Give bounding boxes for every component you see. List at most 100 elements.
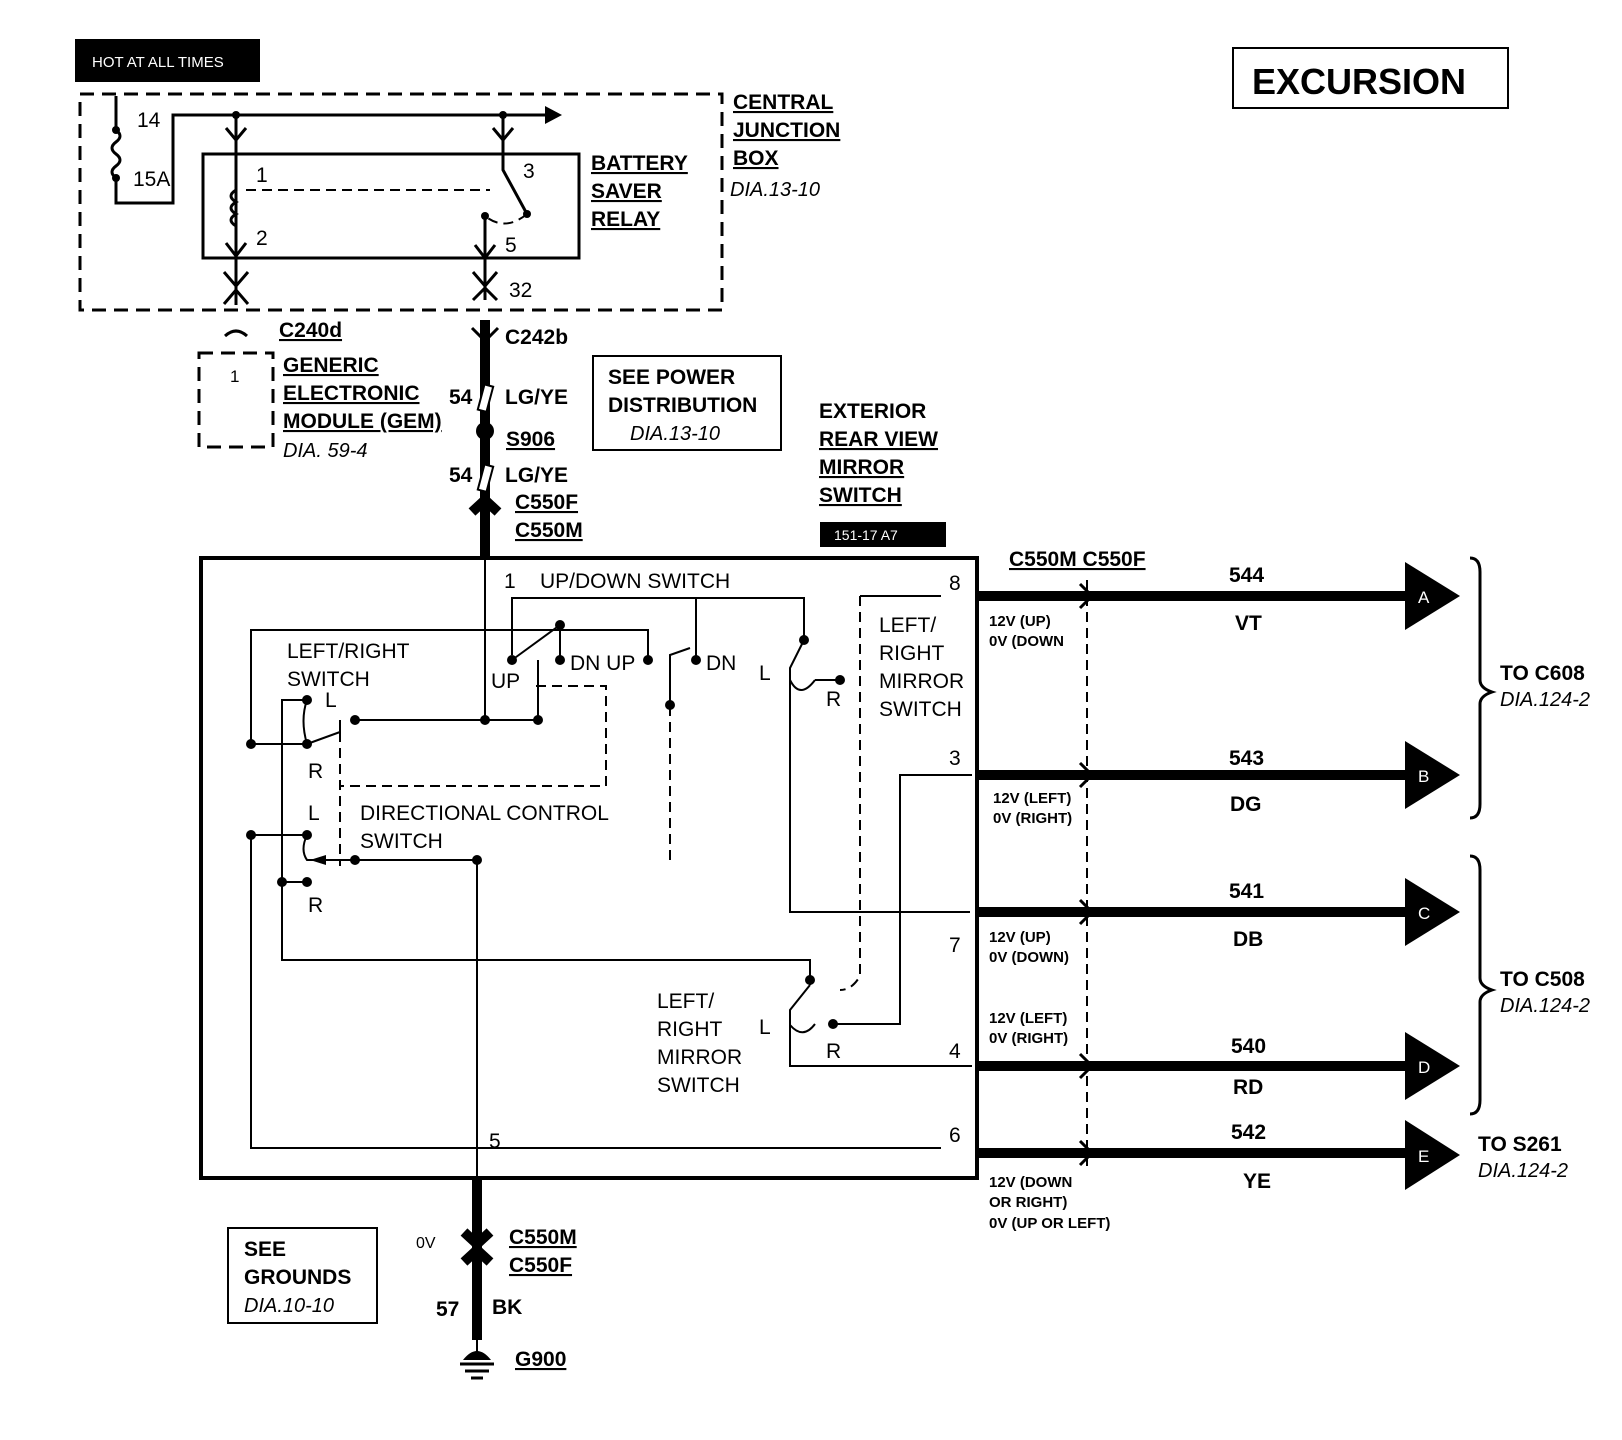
leftright-switch-line-1: LEFT/RIGHT [287, 640, 410, 663]
dest-s261-to: TO S261 [1478, 1133, 1562, 1156]
ground-circuit: 0V C550M C550F 57 BK G900 [416, 1178, 577, 1380]
gem-line-1: GENERIC [283, 354, 379, 377]
pin-7-label: 7 [949, 934, 961, 957]
wire-542-letter: E [1418, 1147, 1429, 1166]
gem-line-2: ELECTRONIC [283, 382, 420, 405]
switch-internal-wiring [246, 558, 972, 1178]
bottom-mirror-switch-r: R [826, 1040, 841, 1063]
bottom-mirror-line-1: LEFT/ [657, 990, 714, 1013]
destination-s261: TO S261 DIA.124-2 [1478, 1133, 1568, 1182]
dest-c608-ref: DIA.124-2 [1500, 689, 1590, 711]
relay-line-2: SAVER [591, 180, 662, 203]
wire-543-state-2: 0V (RIGHT) [993, 810, 1072, 827]
top-mirror-line-3: MIRROR [879, 670, 964, 693]
wire-544-state-1: 12V (UP) [989, 613, 1051, 630]
mirror-switch-line-1: EXTERIOR [819, 400, 926, 423]
cjb-line-2: JUNCTION [733, 119, 840, 142]
feed-circuit-b: 54 [449, 464, 473, 487]
relay-pin-3: 3 [523, 160, 535, 183]
cjb-line-3: BOX [733, 147, 779, 170]
see-power-line-1: SEE POWER [608, 366, 735, 389]
see-grounds-ref: DIA.10-10 [244, 1295, 334, 1317]
wire-543-letter: B [1418, 767, 1429, 786]
directional-control-line-2: SWITCH [360, 830, 443, 853]
feed-color-a: LG/YE [505, 386, 568, 409]
wire-543-color: DG [1230, 793, 1262, 816]
wire-541-state-1: 12V (UP) [989, 929, 1051, 946]
see-grounds-line-1: SEE [244, 1238, 286, 1261]
wire-540-state-2: 0V (RIGHT) [989, 1030, 1068, 1047]
top-mirror-switch-l: L [759, 662, 771, 685]
dn-up-label: DN UP [570, 652, 635, 675]
dn-label: DN [706, 652, 736, 675]
connector-c242b: C242b [505, 326, 568, 349]
title-box: EXCURSION [1232, 47, 1509, 109]
cjb-ref: DIA.13-10 [730, 179, 820, 201]
wire-542-state-1: 12V (DOWN [989, 1174, 1072, 1191]
output-wire-542: E 542 YE 12V (DOWN OR RIGHT) 0V (UP OR L… [977, 1120, 1460, 1232]
pin-8-label: 8 [949, 572, 961, 595]
output-wire-543: B 543 DG 12V (LEFT) 0V (RIGHT) [977, 741, 1460, 827]
fuse-15a: 14 15A [110, 96, 562, 205]
wire-543-circuit: 543 [1229, 747, 1264, 770]
wire-540-color: RD [1233, 1076, 1263, 1099]
see-grounds-box: SEE GROUNDS DIA.10-10 [227, 1227, 378, 1324]
fuse-rating: 15A [133, 168, 170, 191]
bottom-mirror-line-4: SWITCH [657, 1074, 740, 1097]
cjb-pin-32: 32 [509, 279, 532, 302]
mirror-switch-line-2: REAR VIEW [819, 428, 938, 451]
bottom-mirror-line-3: MIRROR [657, 1046, 742, 1069]
destination-c508: TO C508 DIA.124-2 [1469, 854, 1590, 1116]
ground-voltage: 0V [416, 1235, 436, 1252]
wire-541-state-2: 0V (DOWN) [989, 949, 1069, 966]
pin-6-label: 6 [949, 1124, 961, 1147]
wire-542-color: YE [1243, 1170, 1271, 1193]
feed-color-b: LG/YE [505, 464, 568, 487]
connector-right-header: C550M C550F [1009, 548, 1146, 571]
splice-s906: S906 [506, 428, 555, 451]
connector-c550f-bottom: C550F [509, 1254, 572, 1277]
mirror-switch-line-4: SWITCH [819, 484, 902, 507]
connector-c550m-bottom: C550M [509, 1226, 577, 1249]
output-wire-540: D 540 RD 12V (LEFT) 0V (RIGHT) [977, 1010, 1460, 1100]
feed-circuit-a: 54 [449, 386, 473, 409]
output-wire-544: A 544 VT 12V (UP) 0V (DOWN [977, 562, 1460, 650]
destination-c608: TO C608 DIA.124-2 [1469, 556, 1590, 820]
battery-saver-relay: 1 2 3 5 32 BATTERY SAVER RELAY [201, 111, 688, 305]
wire-542-circuit: 542 [1231, 1121, 1266, 1144]
wire-541-letter: C [1418, 904, 1430, 923]
wire-543-state-1: 12V (LEFT) [993, 790, 1071, 807]
wire-540-circuit: 540 [1231, 1035, 1266, 1058]
top-mirror-line-4: SWITCH [879, 698, 962, 721]
wire-544-letter: A [1418, 588, 1430, 607]
dest-c508-to: TO C508 [1500, 968, 1585, 991]
gem-ref: DIA. 59-4 [283, 440, 367, 462]
cjb-line-1: CENTRAL [733, 91, 833, 114]
top-mirror-line-2: RIGHT [879, 642, 945, 665]
ground-circuit-number: 57 [436, 1298, 459, 1321]
up-label: UP [491, 670, 520, 693]
hot-label-text: HOT AT ALL TIMES [92, 54, 224, 71]
wire-541-circuit: 541 [1229, 880, 1264, 903]
see-power-line-2: DISTRIBUTION [608, 394, 757, 417]
ground-g900: G900 [515, 1348, 566, 1371]
dest-c608-to: TO C608 [1500, 662, 1585, 685]
wire-542-state-3: 0V (UP OR LEFT) [989, 1215, 1110, 1232]
gem-pin-1: 1 [230, 367, 239, 386]
wire-541-color: DB [1233, 928, 1263, 951]
pin-4-label: 4 [949, 1040, 961, 1063]
lr-switch-l: L [325, 689, 337, 712]
wire-544-state-2: 0V (DOWN [989, 633, 1064, 650]
pin-3-label: 3 [949, 747, 961, 770]
title-text: EXCURSION [1252, 61, 1466, 102]
updown-switch-label: UP/DOWN SWITCH [540, 570, 730, 593]
leftright-switch-line-2: SWITCH [287, 668, 370, 691]
connector-c240d: C240d [279, 319, 342, 342]
dir-switch-l: L [308, 802, 320, 825]
relay-pin-5: 5 [505, 234, 517, 257]
hot-at-all-times-label: HOT AT ALL TIMES [75, 39, 260, 82]
pin-5-label: 5 [489, 1130, 501, 1153]
wire-544-circuit: 544 [1229, 564, 1264, 587]
generic-electronic-module: 1 C240d GENERIC ELECTRONIC MODULE (GEM) … [197, 319, 442, 462]
top-mirror-line-1: LEFT/ [879, 614, 936, 637]
